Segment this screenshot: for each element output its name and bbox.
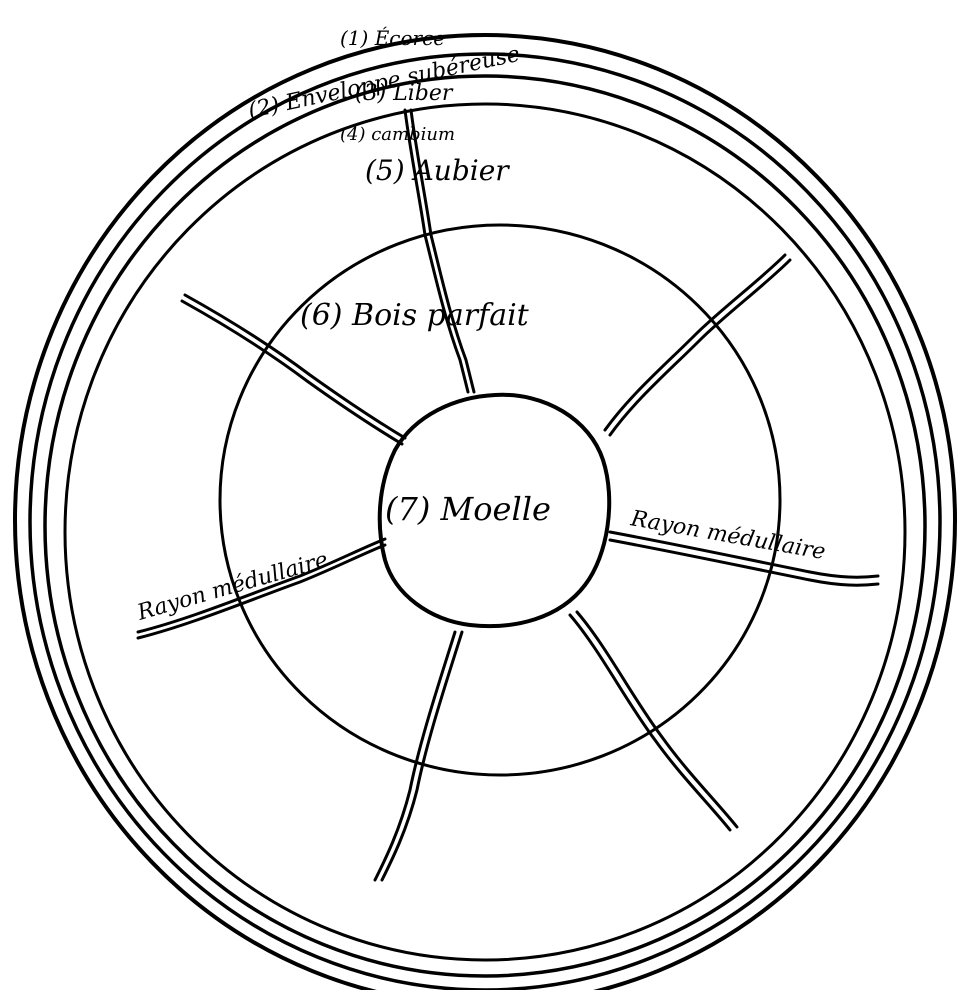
label-rayon-medullaire-left: Rayon médullaire [134,547,331,626]
ray-top-right [605,255,785,430]
label-moelle: (7) Moelle [385,490,551,528]
label-liber: (3) Liber [355,81,454,106]
label-ecorce: (1) Écorce [340,26,445,50]
label-cambium: (4) cambium [340,124,455,145]
label-bois-parfait: (6) Bois parfait [300,298,530,333]
ray-top [405,110,468,392]
label-aubier: (5) Aubier [365,154,510,187]
ray-bottom-left [375,632,455,880]
